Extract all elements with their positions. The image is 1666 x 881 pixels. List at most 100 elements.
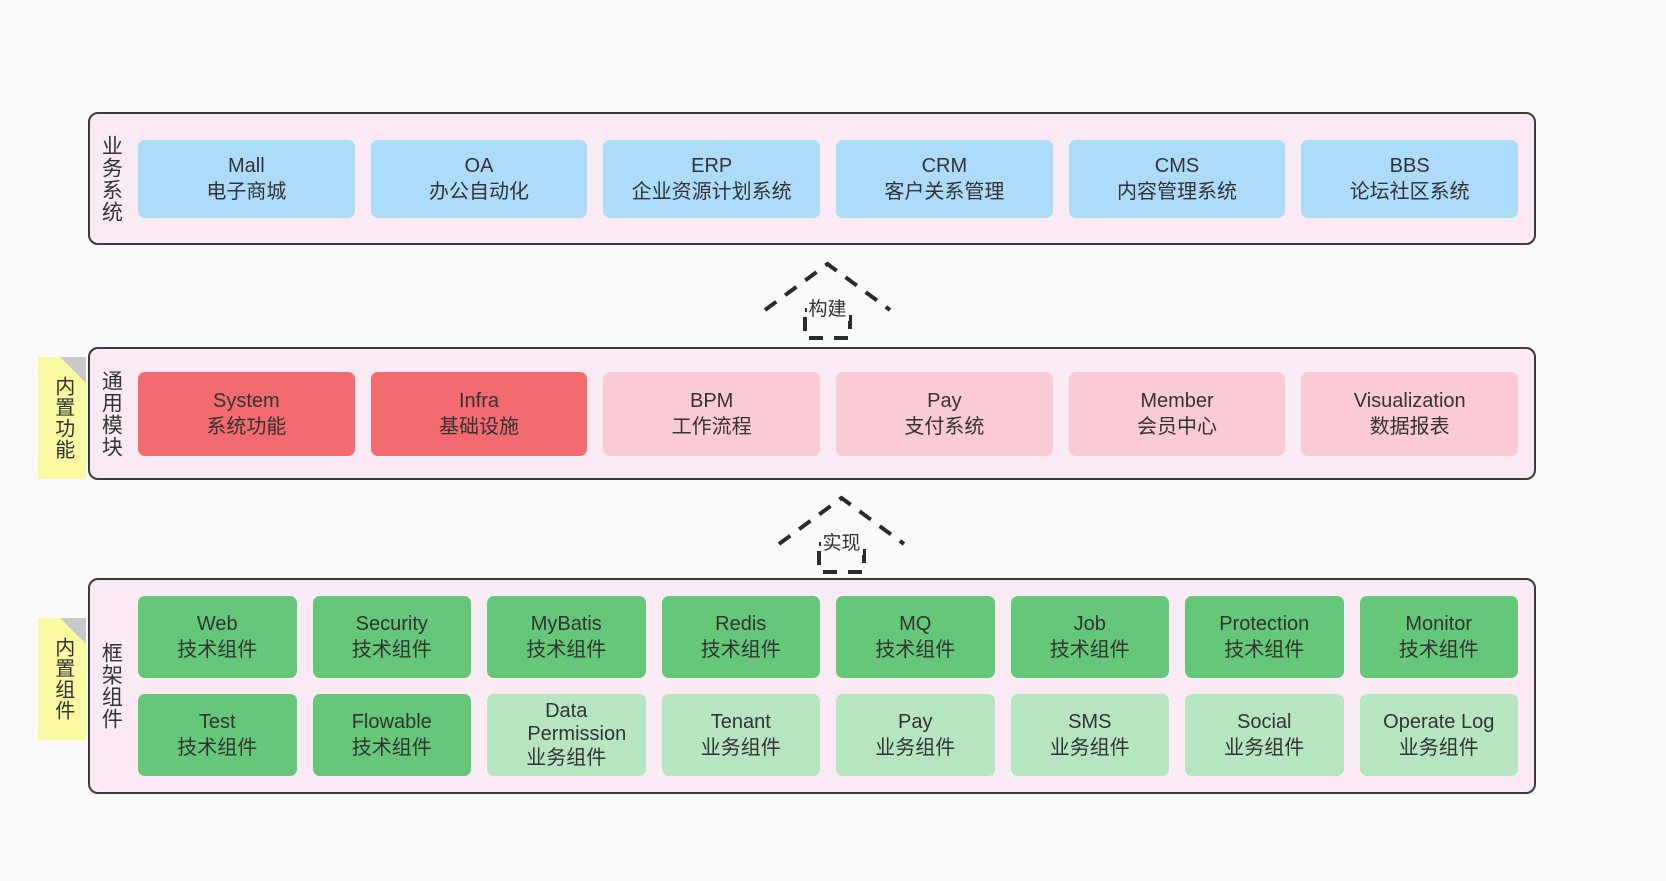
folded-corner-icon [60, 357, 86, 383]
card-row: Web 技术组件 Security 技术组件 MyBatis 技术组件 Redi… [138, 596, 1518, 678]
card-subtitle: 技术组件 [177, 737, 258, 759]
card-title: Redis [715, 613, 767, 635]
layer-business-system: 业务系统 Mall 电子商城 OA 办公自动化 ERP 企业资源计划系统 CRM… [88, 112, 1536, 245]
card-title: Security [355, 613, 428, 635]
card-title: Test [198, 711, 236, 733]
card-subtitle: 技术组件 [526, 639, 607, 661]
note-builtin-features: 内置功能 [38, 357, 86, 479]
card-test[interactable]: Test 技术组件 [138, 694, 297, 776]
card-web[interactable]: Web 技术组件 [138, 596, 297, 678]
card-subtitle: 业务组件 [1049, 737, 1130, 759]
card-title: Pay [927, 389, 962, 412]
card-visualization[interactable]: Visualization 数据报表 [1301, 371, 1519, 456]
card-title: Member [1140, 389, 1214, 412]
card-subtitle: 技术组件 [177, 639, 258, 661]
card-subtitle: 基础设施 [439, 415, 519, 438]
card-mall[interactable]: Mall 电子商城 [138, 139, 355, 218]
card-title: CMS [1154, 154, 1200, 177]
card-oa[interactable]: OA 办公自动化 [370, 139, 588, 218]
card-subtitle: 技术组件 [700, 639, 781, 661]
layer-title-business-system: 业务系统 [99, 134, 123, 223]
card-subtitle: 数据报表 [1369, 415, 1450, 438]
card-title: BBS [1389, 154, 1430, 177]
card-bpm[interactable]: BPM 工作流程 [603, 371, 821, 456]
connector-label: 实现 [820, 528, 863, 555]
card-subtitle: 工作流程 [671, 415, 752, 438]
card-subtitle: 技术组件 [875, 639, 956, 661]
card-cms[interactable]: CMS 内容管理系统 [1068, 139, 1286, 218]
card-title: Mall [228, 154, 265, 177]
card-data-permission[interactable]: Data Permission 业务组件 [487, 694, 646, 776]
card-crm[interactable]: CRM 客户关系管理 [836, 139, 1053, 218]
card-operate-log[interactable]: Operate Log 业务组件 [1359, 694, 1518, 776]
card-subtitle: 支付系统 [904, 415, 985, 438]
card-subtitle: 技术组件 [1224, 639, 1305, 661]
card-subtitle: 业务组件 [700, 737, 781, 759]
card-title: Job [1073, 613, 1106, 635]
note-label: 内置功能 [51, 376, 74, 460]
card-subtitle: 技术组件 [351, 737, 432, 759]
card-row: System 系统功能 Infra 基础设施 BPM 工作流程 Pay 支付系统… [138, 371, 1519, 456]
card-title: Infra [458, 389, 500, 412]
card-title: Tenant [710, 711, 771, 733]
layer-body-business-system: Mall 电子商城 OA 办公自动化 ERP 企业资源计划系统 CRM 客户关系… [130, 114, 1534, 243]
card-subtitle: 论坛社区系统 [1349, 180, 1470, 203]
card-social[interactable]: Social 业务组件 [1185, 694, 1344, 776]
card-title: ERP [691, 154, 733, 177]
card-job[interactable]: Job 技术组件 [1010, 596, 1169, 678]
card-security[interactable]: Security 技术组件 [312, 596, 471, 678]
card-subtitle: 业务组件 [526, 746, 607, 769]
card-subtitle: 技术组件 [351, 639, 432, 661]
card-subtitle: 系统功能 [206, 415, 287, 438]
layer-body-framework-components: Web 技术组件 Security 技术组件 MyBatis 技术组件 Redi… [130, 580, 1534, 792]
card-subtitle: 技术组件 [1398, 639, 1479, 661]
card-member[interactable]: Member 会员中心 [1068, 371, 1286, 456]
card-subtitle: 技术组件 [1049, 639, 1130, 661]
card-title: Web [196, 613, 238, 635]
card-title: Flowable [351, 711, 432, 733]
card-subtitle: 内容管理系统 [1117, 180, 1238, 203]
card-subtitle: 业务组件 [1398, 737, 1479, 759]
card-title: CRM [921, 154, 968, 177]
card-tenant[interactable]: Tenant 业务组件 [661, 694, 820, 776]
layer-body-common-modules: System 系统功能 Infra 基础设施 BPM 工作流程 Pay 支付系统… [130, 349, 1534, 478]
card-title: Data Permission [527, 699, 627, 746]
card-pay-component[interactable]: Pay 业务组件 [836, 694, 995, 776]
card-title: Monitor [1405, 613, 1473, 635]
card-bbs[interactable]: BBS 论坛社区系统 [1301, 139, 1519, 218]
card-infra[interactable]: Infra 基础设施 [370, 371, 588, 456]
card-mybatis[interactable]: MyBatis 技术组件 [487, 596, 646, 678]
card-title: BPM [690, 389, 734, 412]
card-monitor[interactable]: Monitor 技术组件 [1359, 596, 1518, 678]
card-redis[interactable]: Redis 技术组件 [661, 596, 820, 678]
layer-common-modules: 通用模块 System 系统功能 Infra 基础设施 BPM 工作流程 Pay… [88, 347, 1536, 480]
card-title: System [212, 389, 280, 412]
card-flowable[interactable]: Flowable 技术组件 [312, 694, 471, 776]
folded-corner-icon [60, 618, 86, 644]
card-pay-module[interactable]: Pay 支付系统 [836, 371, 1053, 456]
card-row: Test 技术组件 Flowable 技术组件 Data Permission … [138, 694, 1518, 776]
connector-build: 构建 [761, 258, 894, 340]
card-mq[interactable]: MQ 技术组件 [836, 596, 995, 678]
card-subtitle: 会员中心 [1137, 415, 1218, 438]
card-title: Pay [898, 711, 933, 733]
card-subtitle: 业务组件 [1224, 737, 1305, 759]
card-title: Protection [1219, 613, 1310, 635]
card-title: SMS [1068, 711, 1112, 733]
card-subtitle: 电子商城 [206, 180, 287, 203]
card-title: Operate Log [1383, 711, 1495, 733]
layer-framework-components: 框架组件 Web 技术组件 Security 技术组件 MyBatis 技术组件… [88, 578, 1536, 794]
connector-label: 构建 [806, 294, 849, 321]
card-protection[interactable]: Protection 技术组件 [1185, 596, 1344, 678]
card-subtitle: 企业资源计划系统 [631, 180, 792, 203]
card-title: Social [1237, 711, 1292, 733]
card-erp[interactable]: ERP 企业资源计划系统 [603, 139, 821, 218]
card-title: OA [464, 154, 494, 177]
card-system[interactable]: System 系统功能 [138, 371, 355, 456]
card-subtitle: 办公自动化 [429, 180, 529, 203]
card-sms[interactable]: SMS 业务组件 [1010, 694, 1169, 776]
layer-title-framework-components: 框架组件 [99, 642, 123, 730]
card-title: MQ [899, 613, 932, 635]
note-label: 内置组件 [51, 637, 74, 721]
